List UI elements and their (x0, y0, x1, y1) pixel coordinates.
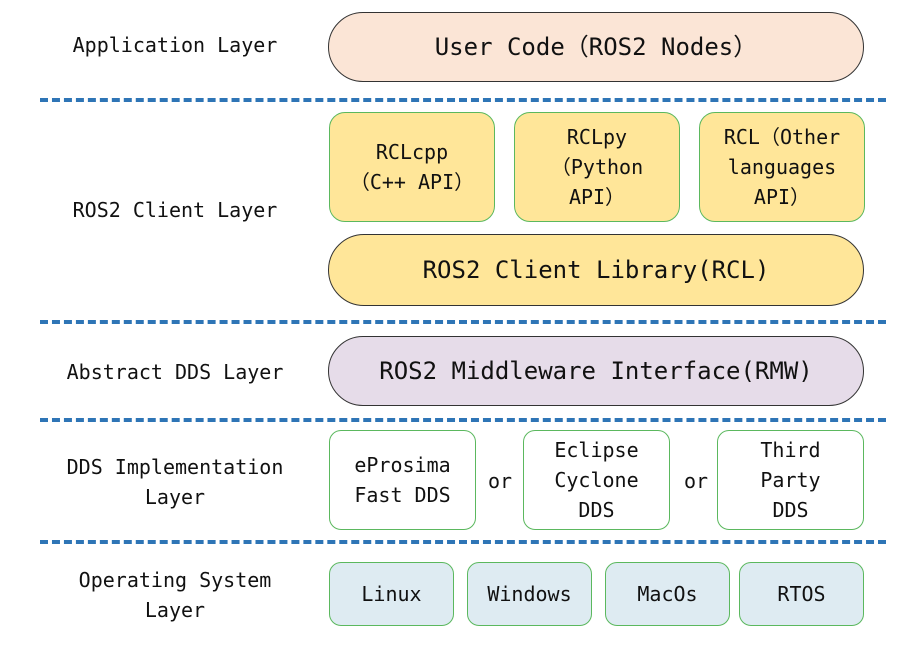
fast-dds-box: eProsima Fast DDS (329, 430, 476, 530)
ros2-middleware-interface-box: ROS2 Middleware Interface(RMW) (328, 336, 864, 406)
linux-box: Linux (329, 562, 454, 626)
layer-label-client: ROS2 Client Layer (72, 198, 278, 222)
rclcpp-box: RCLcpp （C++ API） (329, 112, 495, 222)
layer-label-dds-implementation: DDS Implementation Layer (66, 455, 284, 509)
or-label: or (487, 469, 513, 493)
layer-label-operating-system: Operating System Layer (78, 568, 272, 622)
third-party-dds-box: Third Party DDS (717, 430, 864, 530)
ros2-client-library-box: ROS2 Client Library(RCL) (328, 234, 864, 306)
rcl-other-languages-box: RCL（Other languages API） (699, 112, 865, 222)
layer-divider (40, 418, 886, 422)
rclpy-box: RCLpy （Python API） (514, 112, 680, 222)
or-label: or (683, 469, 709, 493)
layer-divider (40, 320, 886, 324)
windows-box: Windows (467, 562, 592, 626)
macos-box: MacOs (605, 562, 730, 626)
cyclone-dds-box: Eclipse Cyclone DDS (523, 430, 670, 530)
layer-divider (40, 540, 886, 544)
rtos-box: RTOS (739, 562, 864, 626)
layer-label-abstract-dds: Abstract DDS Layer (66, 360, 284, 384)
layer-divider (40, 98, 886, 102)
user-code-box: User Code（ROS2 Nodes） (328, 12, 864, 82)
layer-label-application: Application Layer (72, 33, 278, 57)
